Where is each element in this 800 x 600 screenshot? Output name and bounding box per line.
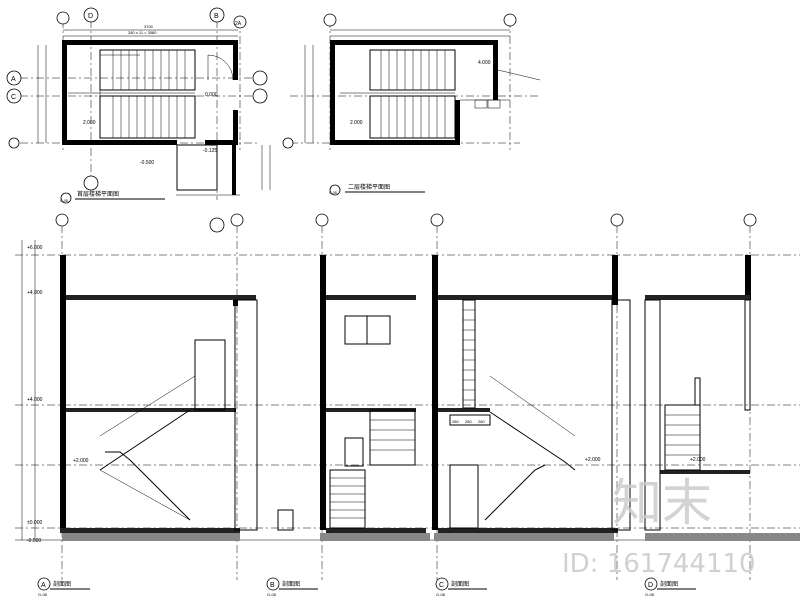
plan-level-label: 2.000: [350, 120, 363, 126]
grid-bubble-label: C: [11, 94, 16, 101]
grid-bubble-label: D: [88, 13, 93, 20]
section-ref: G-08: [436, 592, 446, 597]
elevation-label: +4.800: [27, 290, 43, 296]
watermark-id: ID: 161744110: [562, 549, 756, 579]
tread-label: 280: [478, 419, 485, 424]
dimension-text: 3700: [144, 24, 154, 29]
plan-title: 二层楼梯平面图: [348, 183, 390, 191]
plan-level-label: 2.000: [83, 120, 96, 126]
section-title: 剖面图: [282, 580, 300, 588]
watermark-logo: 知末: [612, 474, 712, 532]
plan-level-label: 4.000: [478, 60, 491, 66]
section-c: 280 280 280: [432, 255, 631, 541]
section-a: [60, 255, 258, 541]
elevation-label: +4.000: [27, 397, 43, 403]
tread-label: 280: [452, 419, 459, 424]
plan-title: 首层楼梯平面图: [77, 190, 119, 198]
section-title: 剖面图: [660, 580, 678, 588]
plan-title-ref: G-08: [60, 199, 68, 203]
plan-level-label: -0.125: [203, 148, 217, 154]
section-letter: D: [648, 582, 653, 589]
section-ref: G-08: [38, 592, 48, 597]
plan-title-ref: G-08: [329, 191, 337, 195]
plan-level-label: -0.500: [140, 160, 154, 166]
first-floor-plan: 0.000 2.000 -0.500 -0.125 3700 280 x 11 …: [20, 20, 271, 204]
grid-bubble-label: A: [11, 76, 16, 83]
section-letter: C: [439, 582, 444, 589]
elevation-label: +2.000: [73, 458, 89, 464]
grid-bubble-label: B: [214, 13, 219, 20]
elevation-labels: +6.000 +4.800 +4.000 +2.000 ±0.000 -0.50…: [21, 240, 706, 544]
section-title: 剖面图: [53, 580, 71, 588]
watermark: 知末 ID: 161744110: [562, 474, 756, 579]
grid-bubble-label: 2A: [235, 21, 242, 27]
second-floor-plan: 4.000 2.000 二层楼梯平面图 G-08: [282, 13, 541, 196]
section-titles: A 剖面图 G-08 B 剖面图 G-08 C 剖面图 G-08 D 剖面图 G…: [37, 577, 696, 597]
elevation-label: ±0.000: [27, 520, 42, 526]
elevation-label: -0.500: [27, 538, 41, 544]
section-title: 剖面图: [451, 580, 469, 588]
section-ref: G-08: [267, 592, 277, 597]
section-d: [644, 255, 800, 541]
tread-label: 280: [465, 419, 472, 424]
section-letter: A: [41, 582, 46, 589]
first-plan-grid-bubbles: D B 2A A C: [6, 7, 268, 233]
section-ref: G-08: [645, 592, 655, 597]
dimension-text: 280 x 11 = 3080: [128, 30, 157, 35]
elevation-label: +6.000: [27, 245, 43, 251]
section-letter: B: [270, 582, 275, 589]
plan-level-label: 0.000: [205, 92, 218, 98]
elevation-label: +2.000: [690, 457, 706, 463]
elevation-label: +2.000: [585, 457, 601, 463]
section-b: [277, 255, 430, 541]
